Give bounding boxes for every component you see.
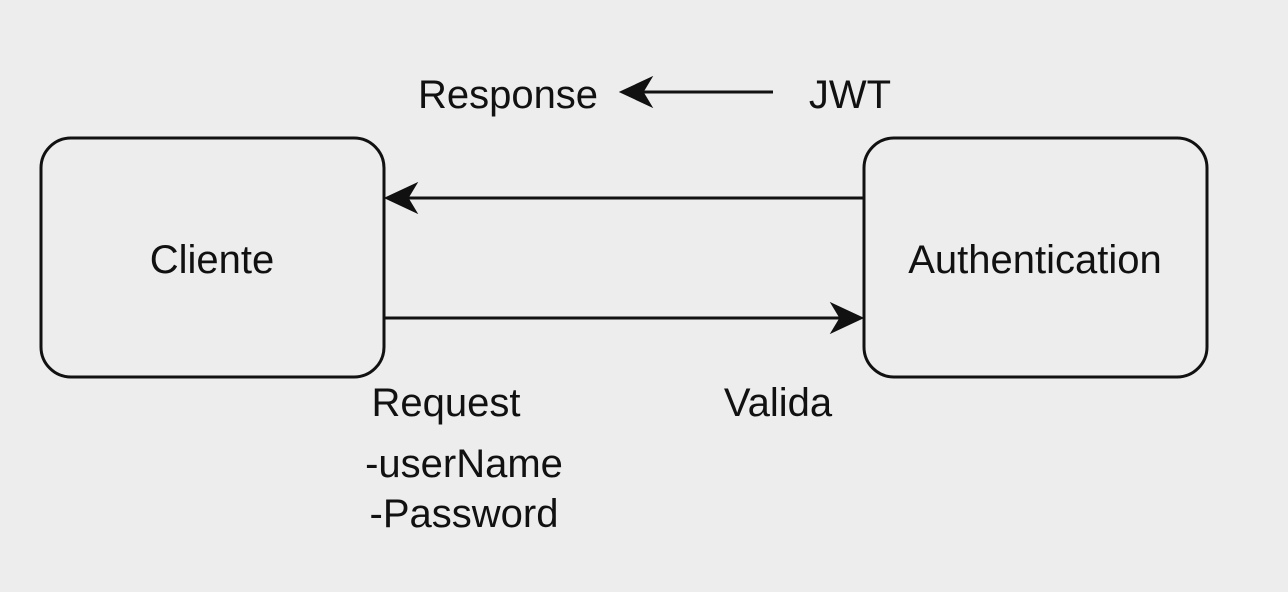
authentication-label: Authentication <box>908 238 1162 282</box>
authentication-box <box>862 136 1209 379</box>
jwt-label: JWT <box>809 73 891 117</box>
valida-label: Valida <box>724 381 833 425</box>
username-param-label: -userName <box>365 442 563 486</box>
response-arrowhead-icon <box>383 181 419 215</box>
response-connector <box>383 181 864 215</box>
request-connector <box>384 301 865 335</box>
authentication-node: Authentication <box>862 136 1209 379</box>
response-legend: Response JWT <box>418 73 891 117</box>
request-label: Request <box>372 381 521 425</box>
request-arrowhead-icon <box>829 301 865 335</box>
response-label: Response <box>418 73 598 117</box>
request-labels: Request -userName -Password <box>365 381 563 536</box>
cliente-box <box>39 136 386 379</box>
legend-arrowhead-icon <box>618 75 654 109</box>
cliente-label: Cliente <box>150 238 275 282</box>
cliente-node: Cliente <box>39 136 386 379</box>
password-param-label: -Password <box>370 492 559 536</box>
